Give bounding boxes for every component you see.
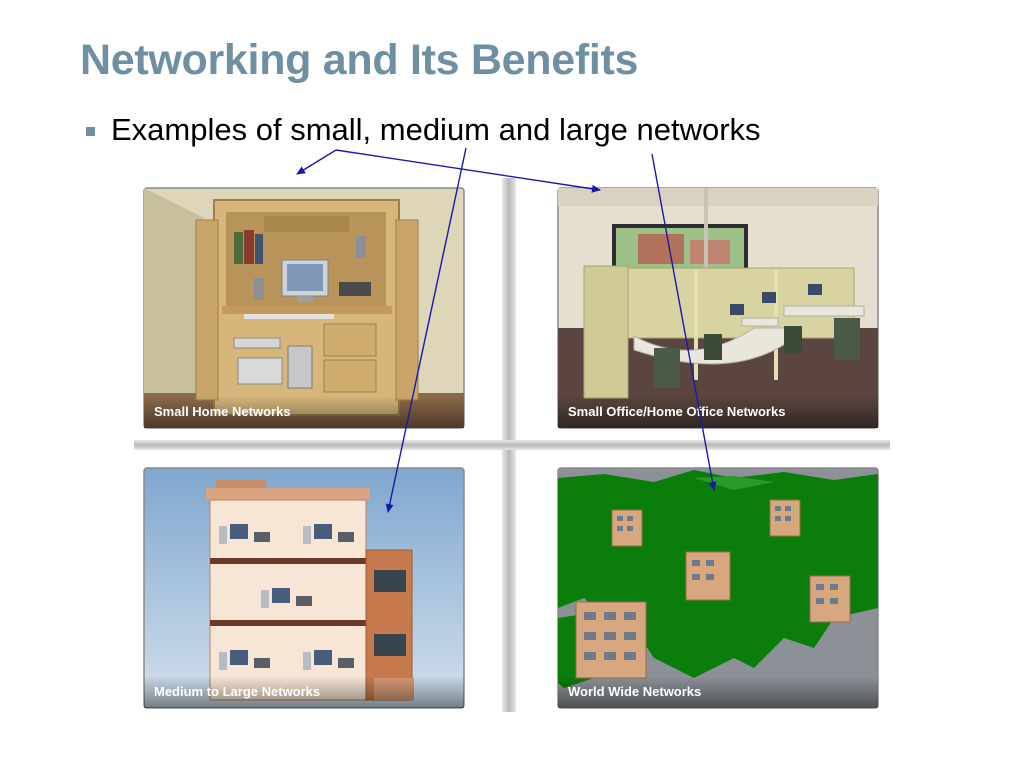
panel-label-world: World Wide Networks (568, 684, 701, 699)
office-building-icons (575, 499, 851, 679)
panel-label-medium: Medium to Large Networks (154, 684, 320, 699)
panel-medium-large: Medium to Large Networks (143, 467, 465, 709)
bullet-item: Examples of small, medium and large netw… (86, 112, 761, 148)
panel-small-home: Small Home Networks (143, 187, 465, 429)
horizontal-divider (134, 440, 890, 450)
panel-label-home: Small Home Networks (154, 404, 291, 419)
bullet-text: Examples of small, medium and large netw… (111, 112, 761, 147)
panel-world-wide: World Wide Networks (557, 467, 879, 709)
square-bullet-icon (86, 126, 95, 136)
panel-label-soho: Small Office/Home Office Networks (568, 404, 785, 419)
network-illustrations: Small Home Networks (134, 178, 890, 712)
network-examples-figure: Small Home Networks (134, 178, 890, 712)
slide-title: Networking and Its Benefits (80, 36, 639, 84)
panel-soho: Small Office/Home Office Networks (557, 187, 879, 429)
arrow-to-home (296, 149, 337, 175)
